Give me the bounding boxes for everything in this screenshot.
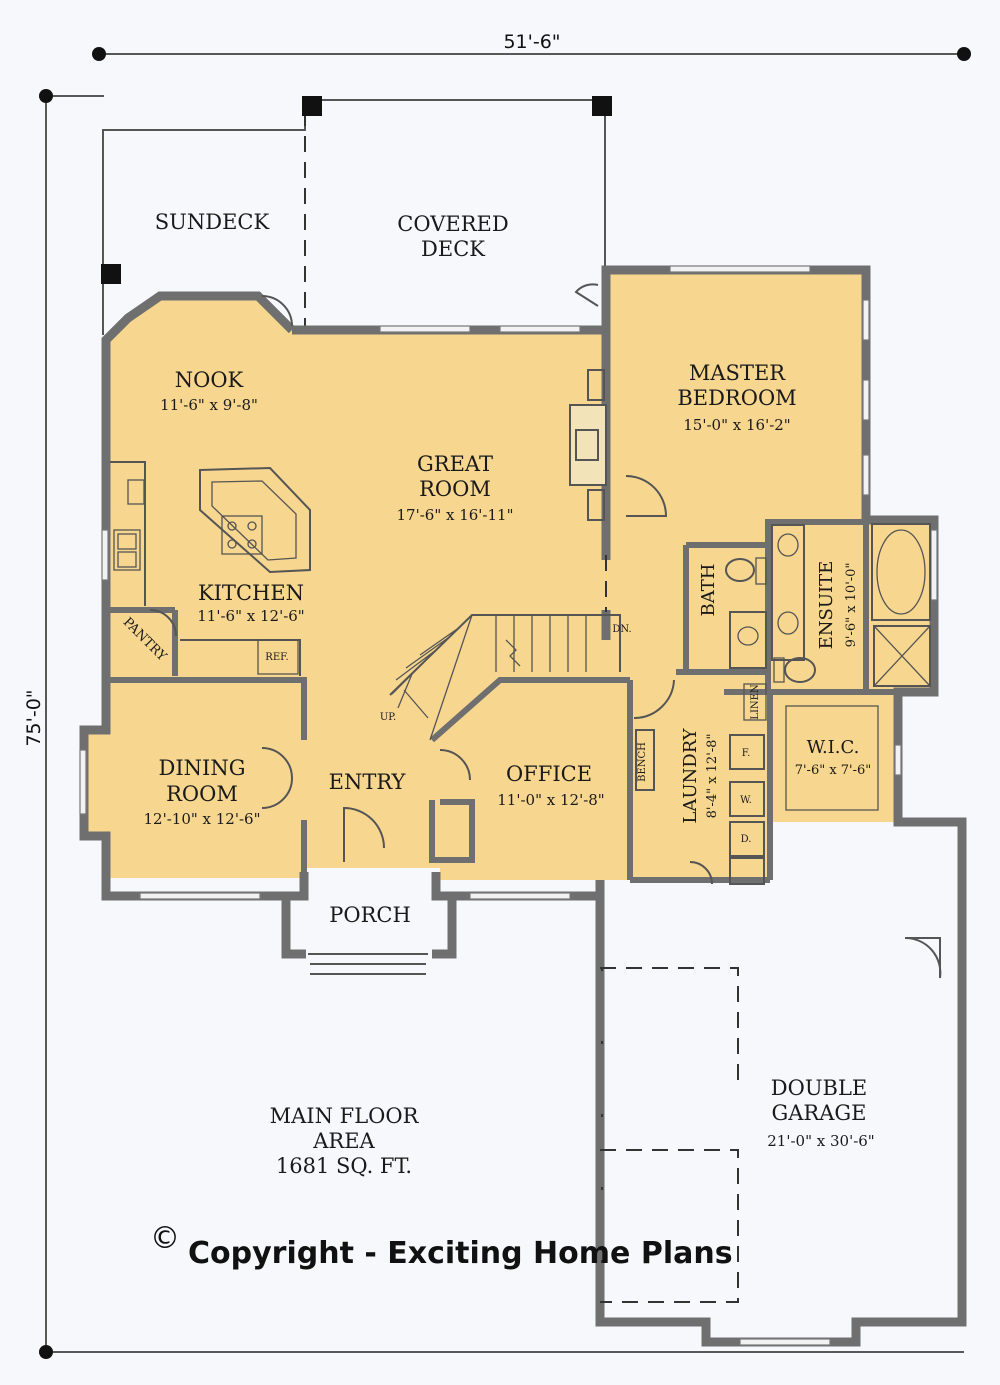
ensuite-size: 9'-6" x 10'-0": [844, 563, 859, 648]
great-room-label-2: ROOM: [419, 477, 491, 501]
bench-label: BENCH: [637, 742, 648, 782]
master-bedroom-label-2: BEDROOM: [677, 386, 796, 410]
doors: [149, 283, 942, 979]
bath-label: BATH: [698, 564, 719, 617]
master-bedroom-label-1: MASTER: [689, 361, 786, 385]
wic-label: W.I.C.: [807, 737, 860, 758]
garage-size: 21'-0" x 30'-6": [767, 1132, 874, 1150]
garage-label-1: DOUBLE: [771, 1076, 867, 1100]
dimension-dot: [39, 89, 53, 103]
wic-size: 7'-6" x 7'-6": [795, 763, 872, 778]
laundry-appliances: [635, 683, 767, 885]
porch-label: PORCH: [329, 903, 411, 927]
entry-label: ENTRY: [329, 770, 407, 794]
floor-area-line-2: AREA: [312, 1129, 375, 1153]
nook-label: NOOK: [175, 368, 244, 392]
floor-area-line-1: MAIN FLOOR: [270, 1104, 420, 1128]
stairs-up-label: UP.: [380, 712, 396, 723]
ref-label: REF.: [265, 652, 288, 663]
interior-walls: [106, 330, 898, 883]
nook-size: 11'-6" x 9'-8": [160, 396, 258, 414]
fireplace: [569, 369, 607, 521]
great-room-label-1: GREAT: [417, 452, 493, 476]
dimension-dot: [92, 47, 106, 61]
master-bedroom-size: 15'-0" x 16'-2": [683, 416, 790, 434]
garage-label-2: GARAGE: [771, 1101, 866, 1125]
kitchen-island: [199, 466, 311, 574]
stairs-down-label: DN.: [612, 624, 631, 635]
windows: [79, 265, 938, 1346]
floor-area-line-3: 1681 SQ. FT.: [276, 1154, 412, 1178]
dryer-label: D.: [741, 834, 752, 845]
washer-label: W.: [740, 795, 752, 806]
dimension-dot: [957, 47, 971, 61]
deck-post: [592, 96, 612, 116]
dining-room-label-1: DINING: [159, 756, 246, 780]
deck-post: [101, 264, 121, 284]
deck-outline: [101, 96, 612, 335]
kitchen-size: 11'-6" x 12'-6": [197, 607, 304, 625]
laundry-label: LAUNDRY: [680, 727, 701, 823]
bath-fixtures: [725, 523, 931, 811]
great-room-size: 17'-6" x 16'-11": [397, 506, 514, 524]
kitchen-label: KITCHEN: [198, 581, 304, 605]
width-dimension: 51'-6": [92, 31, 971, 61]
office-label: OFFICE: [506, 762, 592, 786]
copyright-text: Copyright - Exciting Home Plans: [188, 1236, 733, 1271]
deck-post: [302, 96, 322, 116]
kitchen-counter: [110, 461, 301, 676]
ensuite-label: ENSUITE: [816, 561, 837, 650]
depth-dimension: 75'-0": [23, 89, 964, 1359]
copyright-symbol: ©: [150, 1221, 180, 1256]
linen-label: LINEN: [750, 684, 761, 720]
staircase: [389, 614, 621, 741]
width-dimension-label: 51'-6": [503, 31, 560, 53]
office-size: 11'-0" x 12'-8": [497, 791, 604, 809]
laundry-size: 8'-4" x 12'-8": [705, 734, 720, 819]
garage-parking-stalls: [600, 967, 739, 1303]
freezer-label: F.: [742, 748, 751, 759]
dining-room-label-2: ROOM: [166, 782, 238, 806]
covered-deck-label-1: COVERED: [397, 212, 508, 236]
dining-room-size: 12'-10" x 12'-6": [144, 810, 261, 828]
covered-deck-label-2: DECK: [421, 237, 485, 261]
sundeck-label: SUNDECK: [155, 210, 270, 234]
dimension-dot: [39, 1345, 53, 1359]
depth-dimension-label: 75'-0": [23, 689, 45, 746]
